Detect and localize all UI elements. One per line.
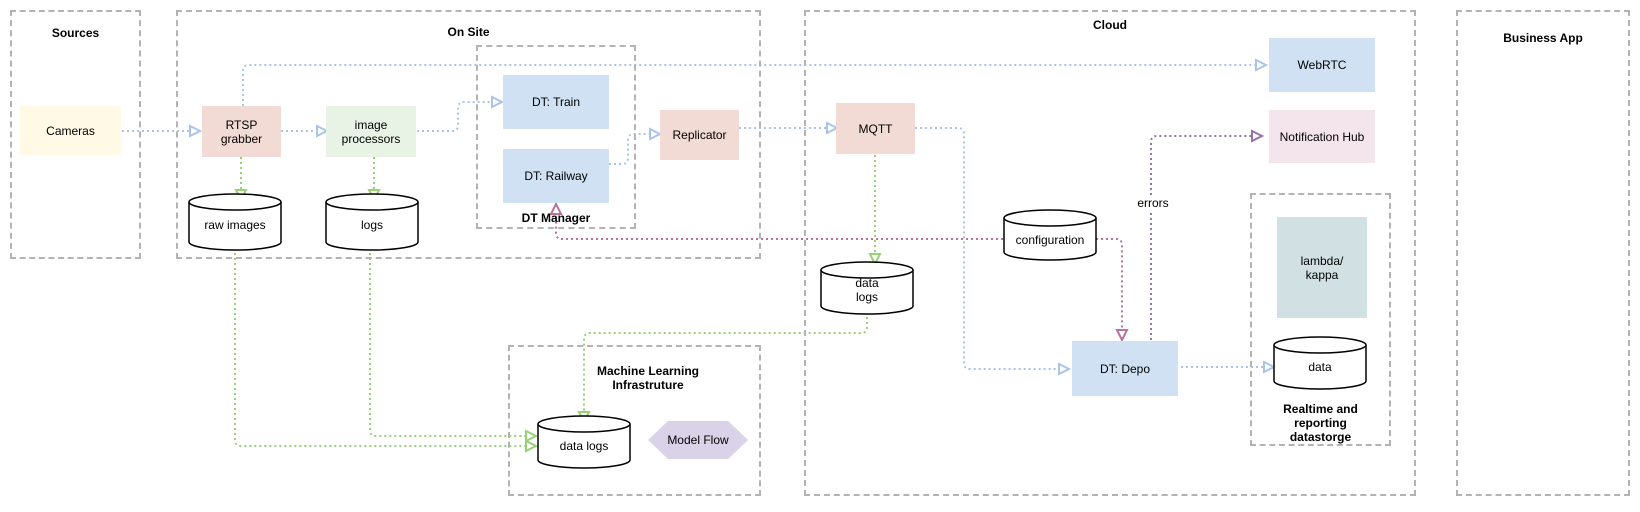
image-processors-node: image processors	[326, 106, 416, 157]
ml-data-logs-label: data logs	[559, 439, 609, 453]
edge-mqtt-dtdepo	[915, 127, 1065, 370]
replicator-node: Replicator	[660, 110, 739, 160]
edge-configuration-dtmanager	[555, 212, 1003, 240]
logs-cylinder	[325, 193, 419, 251]
arrowhead	[525, 439, 539, 453]
ml-infrastructure-group-title: Machine Learning Infrastruture	[596, 364, 700, 392]
rtsp-grabber-node: RTSP grabber	[202, 106, 281, 157]
business-app-group-title: Business App	[1503, 31, 1583, 45]
realtime-datastorage-group-title: Realtime and reporting datastorge	[1283, 402, 1358, 444]
configuration-label: configuration	[1015, 233, 1085, 247]
sources-group	[10, 10, 141, 259]
errors-edge-label: errors	[1133, 196, 1173, 210]
arrowhead	[1263, 360, 1277, 374]
ml-infrastructure-group	[508, 345, 761, 496]
mqtt-node: MQTT	[836, 103, 915, 154]
data-label: data	[1308, 360, 1332, 374]
sources-group-title: Sources	[51, 26, 100, 40]
arrowhead	[1255, 58, 1269, 72]
raw-images-label: raw images	[204, 218, 266, 232]
arrowhead	[525, 429, 539, 443]
data-cylinder	[1273, 336, 1367, 390]
arrowhead	[316, 124, 330, 138]
edge-rawimages-mldatalogs	[234, 248, 532, 447]
dt-railway-node: DT: Railway	[503, 149, 609, 203]
realtime-datastorage-group	[1250, 193, 1391, 446]
cloud-group	[804, 10, 1416, 496]
arrowhead	[549, 201, 563, 215]
edge-configuration-dtdepo	[1096, 238, 1123, 333]
dt-train-node: DT: Train	[503, 75, 609, 129]
cloud-data-logs-label: data logs	[855, 276, 879, 304]
arrowhead	[649, 127, 663, 141]
configuration-cylinder	[1003, 209, 1097, 261]
model-flow-hexagon	[648, 421, 748, 459]
notification-hub-node: Notification Hub	[1269, 110, 1375, 163]
model-flow-label: Model Flow	[667, 433, 729, 447]
arrowheads	[189, 58, 1277, 453]
edge-logs-mldatalogs	[369, 248, 532, 437]
arrowhead	[491, 95, 505, 109]
on-site-group	[176, 10, 761, 259]
ml-data-logs-cylinder	[537, 415, 631, 469]
dt-depo-node: DT: Depo	[1072, 341, 1178, 396]
logs-label: logs	[360, 218, 383, 232]
cloud-group-title: Cloud	[1093, 18, 1127, 32]
raw-images-cylinder	[188, 193, 282, 251]
dt-manager-group	[476, 45, 636, 229]
on-site-group-title: On Site	[447, 25, 490, 39]
arrowhead	[1115, 329, 1129, 343]
arrowhead	[826, 121, 840, 135]
business-app-group	[1456, 10, 1630, 496]
dt-manager-group-title: DT Manager	[521, 211, 591, 225]
lambda-kappa-node: lambda/ kappa	[1277, 217, 1367, 318]
arrowhead	[868, 253, 882, 267]
webrtc-node: WebRTC	[1269, 38, 1375, 92]
cameras-node: Cameras	[20, 106, 121, 155]
connectors	[122, 64, 1270, 447]
arrowhead	[189, 124, 203, 138]
arrowhead	[1251, 129, 1265, 143]
arrowhead	[1058, 362, 1072, 376]
edge-railway-replicator	[609, 133, 656, 165]
cylinders	[188, 193, 1367, 469]
edge-rtsp-webrtc	[242, 64, 1262, 106]
cloud-data-logs-cylinder	[820, 261, 914, 315]
